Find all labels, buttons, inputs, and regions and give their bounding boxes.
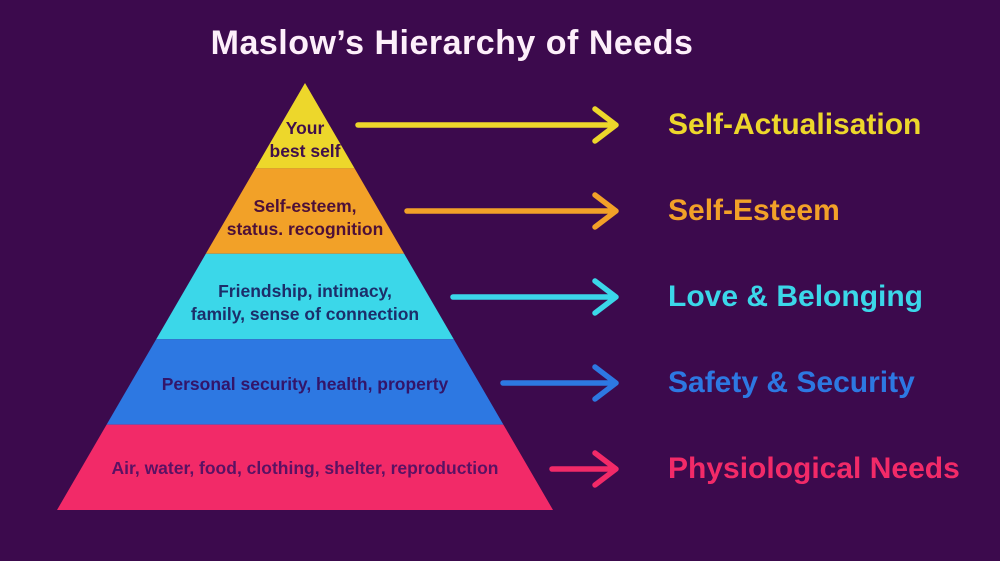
page-title: Maslow’s Hierarchy of Needs [210, 24, 694, 62]
tier-desc-physiological: Air, water, food, clothing, shelter, rep… [111, 458, 499, 478]
pyramid-tier-physiological [57, 424, 553, 510]
label-physiological: Physiological Needs [668, 452, 960, 485]
label-love-belonging: Love & Belonging [668, 280, 923, 313]
tier-desc-safety-security: Personal security, health, property [161, 374, 449, 394]
label-safety-security: Safety & Security [668, 366, 915, 399]
arrow-safety-security-icon [500, 364, 619, 402]
tier-desc-love-belonging: Friendship, intimacy, family, sense of c… [190, 281, 420, 324]
arrow-self-esteem-icon [404, 192, 619, 230]
pyramid-tier-self-esteem [205, 168, 405, 254]
arrow-love-belonging-icon [450, 278, 619, 316]
pyramid-tier-safety-security [106, 339, 504, 425]
tier-desc-self-actualisation: Your best self [269, 118, 341, 161]
pyramid-tier-love-belonging [156, 253, 454, 340]
label-self-esteem: Self-Esteem [668, 194, 840, 227]
arrow-self-actualisation-icon [355, 106, 619, 144]
arrow-physiological-icon [549, 450, 619, 488]
tier-desc-self-esteem: Self-esteem, status. recognition [226, 196, 384, 239]
pyramid-tier-self-actualisation [255, 83, 355, 169]
label-self-actualisation: Self-Actualisation [668, 108, 922, 141]
